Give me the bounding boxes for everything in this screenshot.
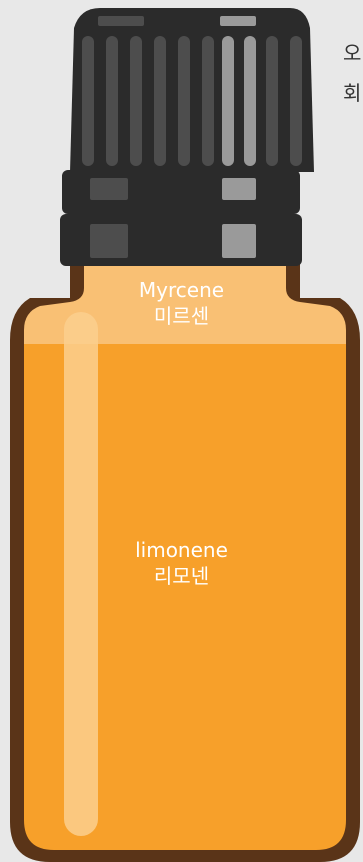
top-layer-name-ko: 미르센 [153, 304, 210, 328]
cap-collar-window-left [90, 224, 128, 258]
cap-band-window-left [90, 178, 128, 200]
side-text-line-2: 회 [343, 81, 362, 105]
cap-top-slot-left [98, 16, 144, 26]
bottom-layer-name-en: limonene [135, 538, 228, 562]
bottom-layer-name-ko: 리모넨 [153, 564, 210, 588]
side-text-line-1: 오 [343, 41, 362, 65]
cap-top-slot-right [220, 16, 256, 26]
cap-ridges [82, 36, 302, 166]
bottle-neck [24, 258, 346, 344]
cap-collar-window-right [222, 224, 256, 258]
top-layer-name-en: Myrcene [138, 278, 225, 302]
bottle-liquid [24, 344, 346, 850]
cap-band-window-right [222, 178, 256, 200]
bottle-shine [64, 312, 98, 836]
